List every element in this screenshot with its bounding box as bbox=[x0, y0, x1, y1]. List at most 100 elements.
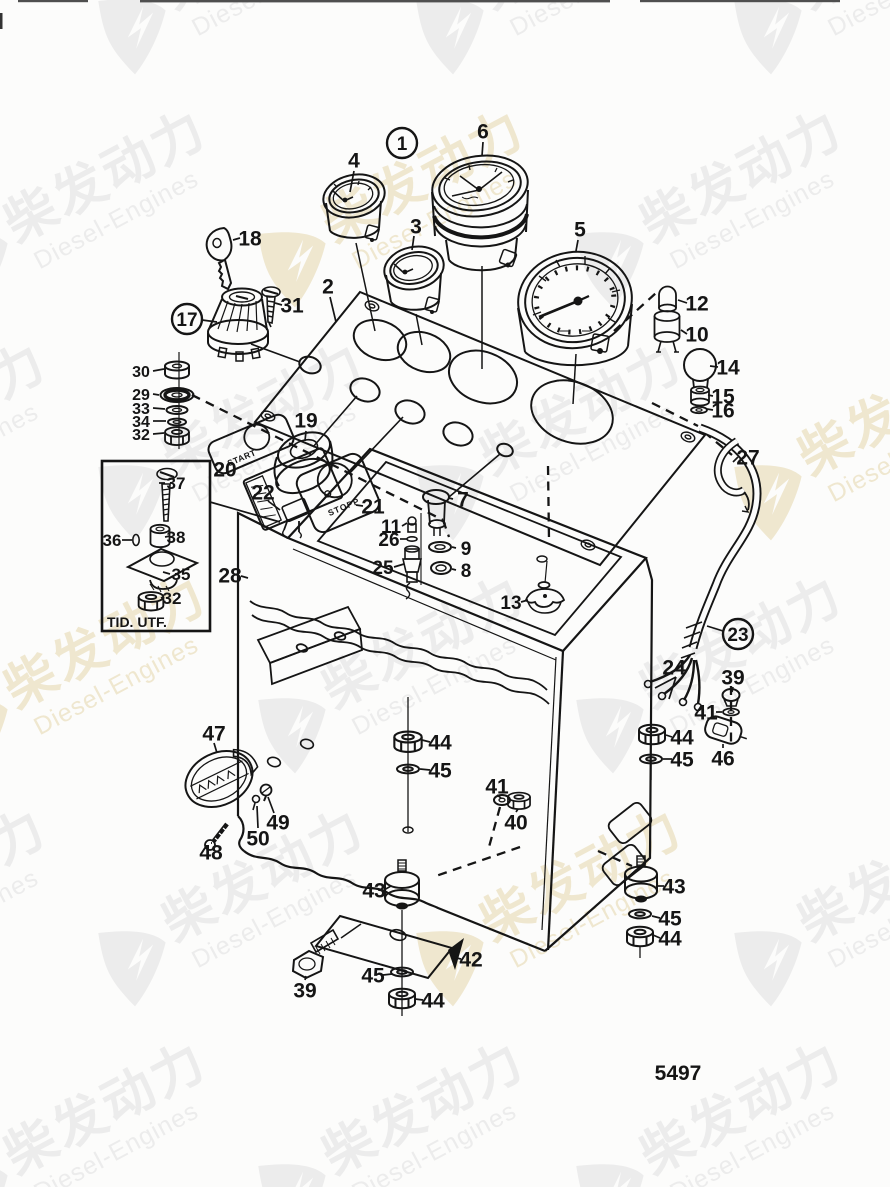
callout-13: 13 bbox=[500, 593, 521, 614]
ignition-switch bbox=[207, 287, 269, 362]
callout-45: 45 bbox=[658, 908, 682, 931]
svg-text:45: 45 bbox=[658, 908, 682, 931]
callout-18: 18 bbox=[238, 228, 262, 251]
callout-26: 26 bbox=[378, 530, 399, 551]
svg-text:26: 26 bbox=[378, 530, 399, 551]
callout-leader-23 bbox=[706, 625, 724, 632]
artwork-layer: TID. UTF. START bbox=[0, 0, 840, 1085]
callout-23: 23 bbox=[721, 617, 755, 651]
callout-1: 1 bbox=[385, 126, 419, 160]
callout-7: 7 bbox=[457, 489, 469, 512]
callout-25: 25 bbox=[372, 558, 394, 579]
mid-41-40 bbox=[493, 791, 531, 810]
callout-17: 17 bbox=[170, 302, 204, 336]
construction-lines bbox=[250, 343, 501, 498]
callout-leader-7 bbox=[448, 497, 454, 500]
callout-leader-2 bbox=[329, 296, 337, 323]
svg-text:41: 41 bbox=[694, 702, 718, 725]
bracket-42-assembly bbox=[291, 859, 464, 1016]
svg-text:23: 23 bbox=[727, 625, 748, 646]
cable-clamp-27 bbox=[714, 437, 750, 513]
callout-leader-44 bbox=[652, 934, 661, 939]
svg-text:5: 5 bbox=[574, 219, 586, 242]
callout-50: 50 bbox=[246, 828, 269, 851]
callout-leader-41 bbox=[496, 794, 502, 799]
svg-text:44: 44 bbox=[428, 732, 452, 755]
svg-text:19: 19 bbox=[294, 410, 317, 433]
callout-leader-31 bbox=[274, 302, 283, 306]
svg-text:43: 43 bbox=[662, 876, 685, 899]
callout-5: 5 bbox=[574, 219, 586, 242]
callout-leader-6 bbox=[481, 141, 484, 157]
svg-text:10: 10 bbox=[685, 324, 708, 347]
callout-leader-49 bbox=[267, 796, 275, 814]
gauge-6 bbox=[431, 154, 529, 369]
emblem-47 bbox=[184, 748, 273, 851]
svg-text:44: 44 bbox=[658, 928, 682, 951]
callout-44: 44 bbox=[421, 990, 445, 1013]
wiring-harness bbox=[643, 423, 762, 712]
svg-text:41: 41 bbox=[485, 776, 509, 799]
svg-text:3: 3 bbox=[410, 216, 422, 239]
pin-50 bbox=[251, 794, 261, 811]
scan-edge-marks bbox=[0, 0, 840, 29]
watermark-cn-text: 柴发动力 bbox=[0, 0, 57, 22]
callout-45: 45 bbox=[361, 965, 385, 988]
svg-text:33: 33 bbox=[132, 401, 150, 418]
gauge-4 bbox=[322, 173, 386, 332]
callout-24-arrows bbox=[654, 676, 677, 700]
svg-text:25: 25 bbox=[372, 558, 394, 579]
callout-leader-17 bbox=[201, 319, 218, 323]
callout-leader-18 bbox=[232, 237, 241, 241]
callout-12: 12 bbox=[685, 293, 708, 316]
callout-27: 27 bbox=[736, 447, 759, 470]
callout-39: 39 bbox=[293, 980, 316, 1003]
svg-text:49: 49 bbox=[266, 812, 289, 835]
callout-44: 44 bbox=[658, 928, 682, 951]
callout-leader-35 bbox=[162, 571, 171, 575]
callout-43: 43 bbox=[362, 880, 385, 903]
callout-38: 38 bbox=[167, 528, 186, 547]
bulb-12-socket-10 bbox=[653, 285, 681, 353]
mount-35 bbox=[125, 547, 200, 593]
svg-text:46: 46 bbox=[711, 748, 734, 771]
svg-text:35: 35 bbox=[172, 565, 191, 584]
callout-3: 3 bbox=[410, 216, 422, 239]
callout-4: 4 bbox=[348, 150, 360, 173]
svg-text:29: 29 bbox=[132, 387, 150, 404]
callout-22: 22 bbox=[251, 482, 274, 505]
washer-stack bbox=[159, 352, 195, 449]
svg-text:32: 32 bbox=[132, 427, 150, 444]
stopp-plate-text: STOPP bbox=[326, 496, 361, 518]
screw-31 bbox=[261, 286, 281, 328]
svg-text:36: 36 bbox=[103, 531, 122, 550]
right-stud-column bbox=[638, 693, 666, 780]
callout-9: 9 bbox=[461, 539, 472, 560]
svg-text:18: 18 bbox=[238, 228, 262, 251]
lamp-socket-13 bbox=[524, 555, 566, 614]
callout-34: 34 bbox=[132, 414, 150, 431]
callout-leader-50 bbox=[256, 805, 259, 829]
key bbox=[205, 226, 233, 291]
svg-text:22: 22 bbox=[251, 482, 274, 505]
callout-32: 32 bbox=[132, 427, 150, 444]
callout-6: 6 bbox=[477, 121, 489, 144]
svg-text:42: 42 bbox=[459, 949, 482, 972]
mid-stud-column bbox=[393, 697, 423, 834]
callout-42: 42 bbox=[459, 949, 482, 972]
svg-text:48: 48 bbox=[199, 842, 223, 865]
callout-leader-14 bbox=[709, 365, 719, 368]
callout-16: 16 bbox=[711, 400, 734, 423]
stopp-plate: STOPP bbox=[295, 452, 381, 534]
callout-leader-44 bbox=[421, 739, 431, 743]
